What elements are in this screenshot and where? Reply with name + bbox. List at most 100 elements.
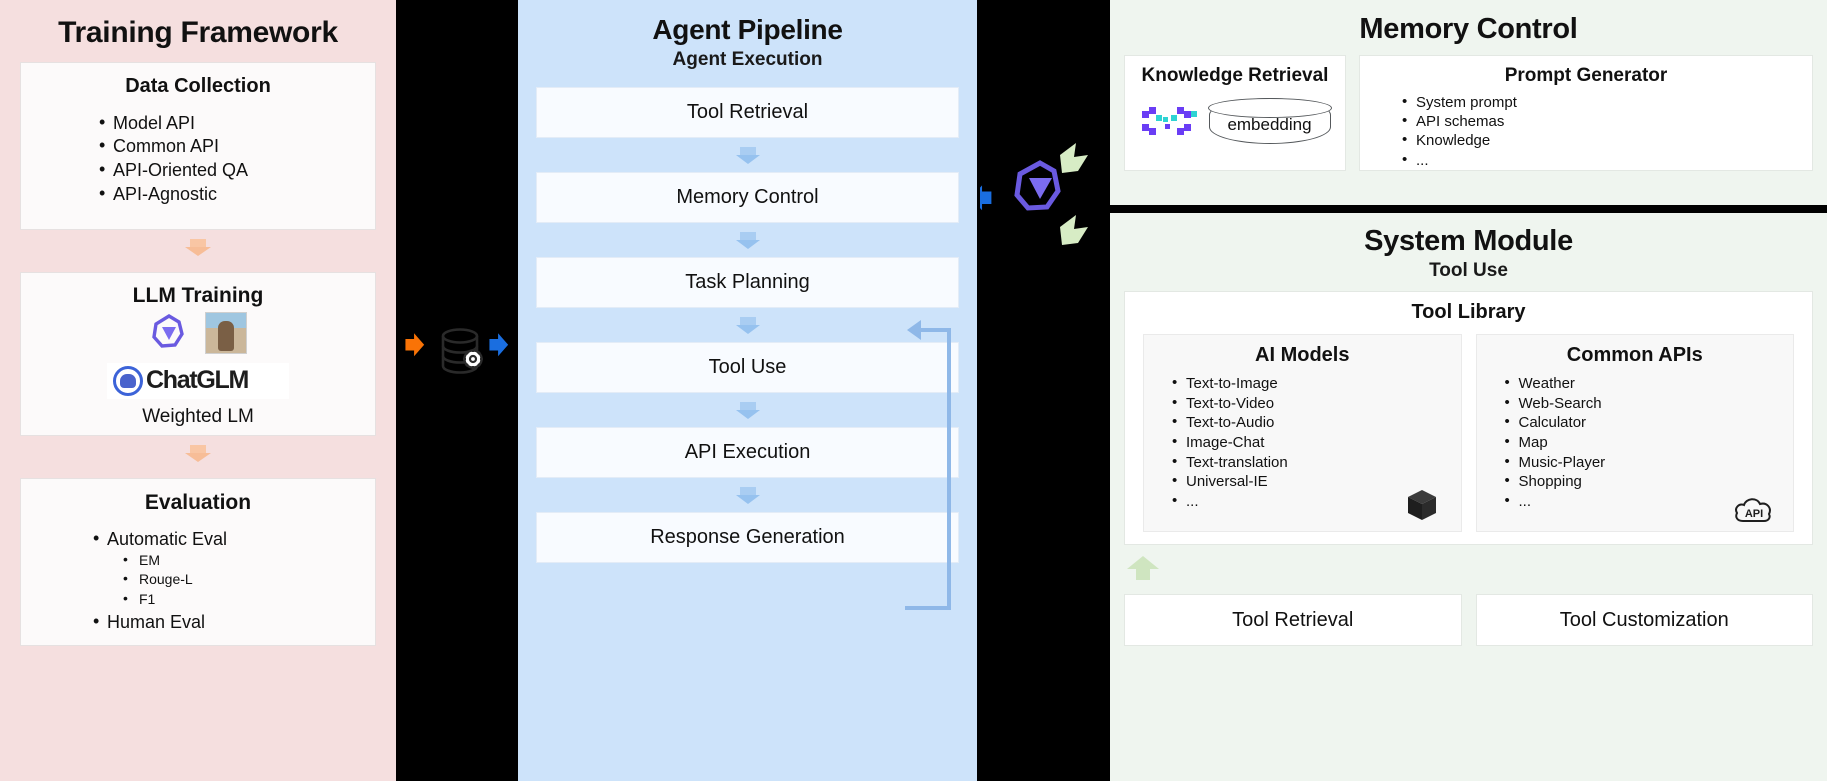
list-item: System prompt: [1400, 92, 1812, 112]
embedding-database-icon: embedding: [1208, 97, 1332, 144]
cube-icon: [1407, 490, 1436, 520]
list-item: Map: [1503, 432, 1794, 453]
pipeline-arrow-4: [536, 393, 959, 427]
arrow-head-down-icon: [735, 155, 760, 164]
arrow-head-down-icon: [735, 325, 760, 334]
pixel-embedding-icon: [1141, 107, 1197, 135]
pipeline-arrow-3: [536, 308, 959, 342]
system-module-title: System Module: [1364, 225, 1573, 257]
pipeline-step-memory-control[interactable]: Memory Control: [536, 172, 959, 223]
memory-cards-row: Knowledge Retrieval: [1124, 55, 1813, 171]
training-framework-panel: Training Framework Data Collection Model…: [0, 0, 396, 781]
arrow-shaft: [739, 147, 756, 155]
ai-models-list: Text-to-Image Text-to-Video Text-to-Audi…: [1170, 373, 1461, 511]
pipeline-arrow-2: [536, 223, 959, 257]
pipeline-step-tool-use[interactable]: Tool Use: [536, 342, 959, 393]
glm-star-logo-icon: [1014, 160, 1061, 211]
arrow-head-down-icon: [735, 240, 760, 249]
knowledge-retrieval-card: Knowledge Retrieval: [1124, 55, 1346, 171]
gear-icon: [463, 349, 483, 369]
pipeline-step-api-execution[interactable]: API Execution: [536, 427, 959, 478]
elephant-icon: [113, 365, 143, 396]
agent-pipeline-subtitle: Agent Execution: [672, 49, 823, 70]
knowledge-retrieval-title: Knowledge Retrieval: [1141, 65, 1329, 86]
blue-arrow-left-icon: [971, 185, 992, 211]
pipeline-step-tool-retrieval[interactable]: Tool Retrieval: [536, 87, 959, 138]
arrow-shaft: [739, 317, 756, 325]
system-module-subtitle: Tool Use: [1429, 260, 1508, 281]
flow-arrow-llm-to-eval: [20, 436, 376, 470]
ai-models-card: AI Models Text-to-Image Text-to-Video Te…: [1143, 334, 1462, 532]
glm-exchange-icon: [971, 143, 1088, 245]
pipeline-arrow-5: [536, 478, 959, 512]
pipeline-step-task-planning[interactable]: Task Planning: [536, 257, 959, 308]
prompt-generator-title: Prompt Generator: [1504, 65, 1668, 86]
list-item: Music-Player: [1503, 452, 1794, 473]
list-item: Model API: [97, 111, 375, 136]
tool-customization-button[interactable]: Tool Customization: [1475, 594, 1813, 646]
arrow-shaft: [739, 487, 756, 495]
data-transfer-cluster: [404, 320, 516, 384]
prompt-generator-card: Prompt Generator System prompt API schem…: [1359, 55, 1813, 171]
orange-arrow-right-icon: [405, 333, 425, 357]
arrow-head-down-icon: [735, 410, 760, 419]
data-collection-title: Data Collection: [125, 74, 271, 97]
list-item: F1: [119, 589, 375, 610]
evaluation-card: Evaluation Automatic Eval EM Rouge-L F1 …: [20, 477, 376, 646]
memory-control-title: Memory Control: [1359, 13, 1578, 45]
list-item: Weather: [1503, 373, 1794, 394]
green-arrow-down-icon: [1060, 215, 1088, 245]
list-item: Text-to-Image: [1170, 373, 1461, 394]
data-collection-card: Data Collection Model API Common API API…: [20, 61, 376, 230]
embedding-label: embedding: [1227, 115, 1312, 134]
arrow-head-down-icon: [185, 452, 211, 462]
blue-arrow-right-icon: [489, 333, 509, 357]
ai-models-title: AI Models: [1255, 344, 1350, 366]
list-item: ...: [1400, 150, 1812, 170]
tool-retrieval-button[interactable]: Tool Retrieval: [1124, 594, 1462, 646]
database-gear-icon: [405, 328, 509, 374]
list-item: Automatic Eval: [91, 525, 375, 551]
pipeline-arrow-1: [536, 138, 959, 172]
tool-library-title: Tool Library: [1411, 301, 1526, 323]
api-cloud-icon: API: [1735, 498, 1771, 522]
data-collection-list: Model API Common API API-Oriented QA API…: [97, 111, 375, 208]
list-item: Human Eval: [91, 609, 375, 634]
chatglm-logo: ChatGLM: [107, 362, 289, 399]
list-item: Calculator: [1503, 412, 1794, 433]
glm-star-logo-icon: [152, 313, 184, 348]
agent-pipeline-title: Agent Pipeline: [652, 14, 843, 45]
arrow-shaft: [190, 238, 206, 247]
list-item: API schemas: [1400, 111, 1812, 131]
list-item: API-Agnostic: [97, 182, 375, 207]
tool-library-card: Tool Library AI Models Text-to-Image Tex…: [1124, 291, 1813, 545]
prompt-generator-list: System prompt API schemas Knowledge ...: [1400, 92, 1812, 170]
evaluation-title: Evaluation: [144, 490, 252, 514]
list-item: Knowledge: [1400, 130, 1812, 150]
list-item: Rouge-L: [119, 569, 375, 590]
evaluation-list: Automatic Eval EM Rouge-L F1 Human Eval: [91, 525, 375, 635]
system-module-panel: System Module Tool Use Tool Library AI M…: [1110, 213, 1827, 781]
arrow-head-left-icon: [907, 320, 921, 340]
llm-training-title: LLM Training: [132, 283, 264, 307]
pipeline-step-response-generation[interactable]: Response Generation: [536, 512, 959, 563]
common-apis-card: Common APIs Weather Web-Search Calculato…: [1475, 334, 1794, 532]
tool-action-row: Tool Retrieval Tool Customization: [1124, 594, 1813, 646]
flow-arrow-data-to-llm: [20, 230, 376, 264]
evaluation-sublist: EM Rouge-L F1: [119, 550, 375, 611]
training-framework-title: Training Framework: [58, 16, 338, 49]
arrow-head-down-icon: [735, 495, 760, 504]
weighted-lm-caption: Weighted LM: [142, 405, 254, 427]
llama-thumbnail-icon: [205, 311, 247, 354]
arrow-shaft: [739, 402, 756, 410]
memory-exchange-cluster: [971, 135, 1108, 265]
pipeline-feedback-loop-arrow: [905, 320, 951, 610]
llm-training-card: LLM Training ChatGLM Weighted LM: [20, 271, 376, 436]
list-item: Text-to-Audio: [1170, 412, 1461, 433]
list-item: Text-translation: [1170, 452, 1461, 473]
knowledge-retrieval-graphic: embedding: [1125, 97, 1345, 144]
list-item: Shopping: [1503, 471, 1794, 492]
list-item: Image-Chat: [1170, 432, 1461, 453]
list-item: Universal-IE: [1170, 471, 1461, 492]
